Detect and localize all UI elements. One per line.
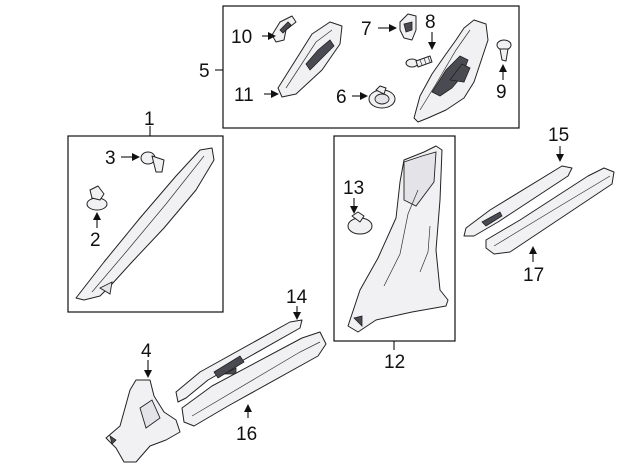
part-10-clip (271, 15, 297, 43)
part-7-clip (399, 13, 417, 41)
box-upper-trim-group (222, 5, 520, 129)
part-upper-pillar-trim (413, 19, 489, 123)
part-6-plug (368, 85, 396, 109)
part-1-a-pillar-trim (75, 147, 215, 301)
part-12-b-pillar-trim (347, 145, 449, 333)
callout-13: 13 (343, 178, 364, 199)
part-16-front-scuff (181, 331, 327, 427)
callout-3: 3 (105, 148, 116, 169)
part-3-clip (140, 151, 165, 173)
callout-11: 11 (234, 85, 254, 106)
callout-7: 7 (361, 19, 372, 40)
part-2-plug (86, 185, 108, 211)
callout-2: 2 (90, 230, 101, 251)
part-11-cover (277, 21, 343, 98)
callout-17: 17 (523, 265, 544, 286)
leaders (93, 24, 564, 418)
part-14-front-sill (175, 319, 303, 403)
callout-9: 9 (496, 82, 507, 103)
callout-15: 15 (548, 125, 569, 146)
callout-6: 6 (336, 87, 347, 108)
box-a-pillar-group (67, 135, 224, 313)
callout-14: 14 (286, 287, 308, 308)
part-15-rear-sill (463, 165, 573, 237)
part-8-screw (405, 55, 433, 68)
callout-4: 4 (141, 341, 152, 362)
callout-10: 10 (231, 27, 252, 48)
part-17-rear-scuff (485, 167, 615, 255)
callout-8: 8 (425, 12, 436, 33)
callout-5: 5 (199, 61, 210, 82)
callout-12: 12 (384, 352, 405, 373)
part-9-pin (496, 39, 512, 62)
part-4-kick-panel (105, 379, 181, 463)
callout-1: 1 (144, 109, 155, 130)
callout-16: 16 (236, 424, 257, 445)
part-13-plug (347, 211, 373, 235)
